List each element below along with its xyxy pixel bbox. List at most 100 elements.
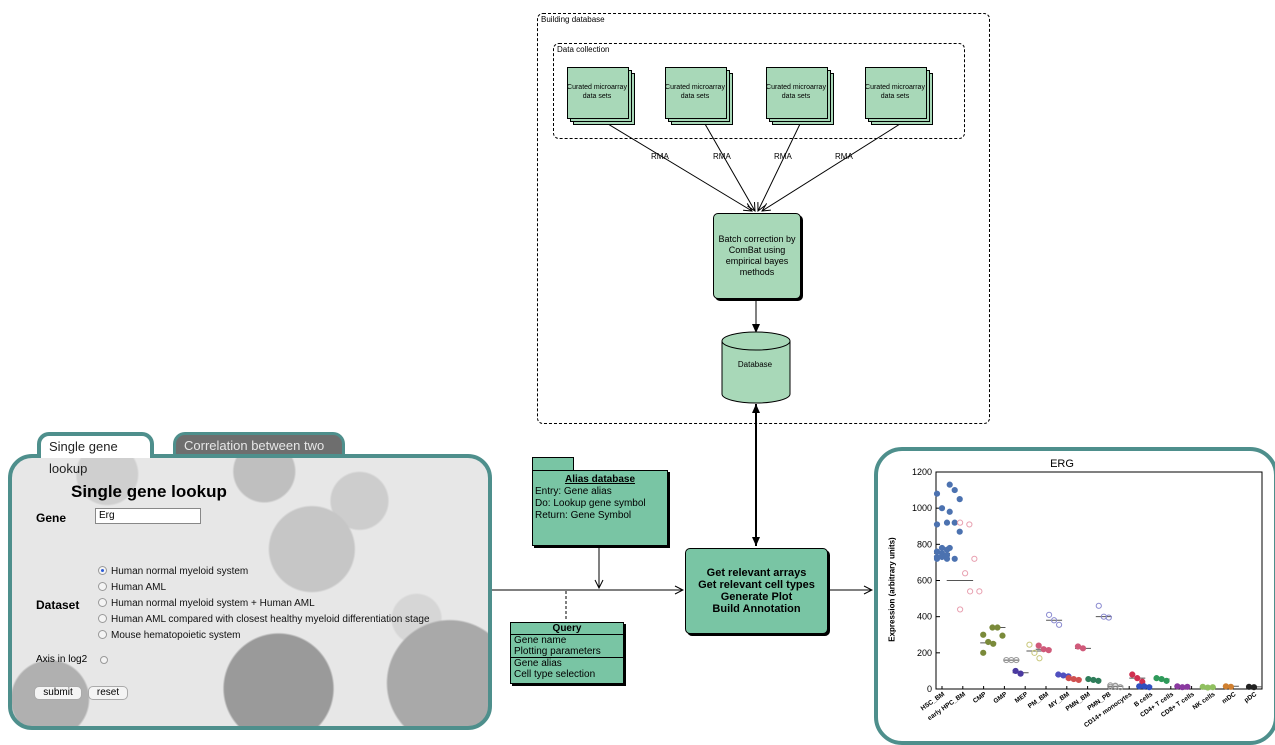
batch-correction-box: Batch correction by ComBat using empiric… <box>713 213 801 299</box>
data-point <box>1204 684 1211 691</box>
data-point <box>938 553 946 561</box>
data-point <box>1045 647 1052 654</box>
dataset-stack-3: Curated microarray data sets <box>766 67 834 125</box>
data-point <box>1179 684 1186 691</box>
dataset-option-label: Mouse hematopoietic system <box>111 630 241 641</box>
dataset-stack-2: Curated microarray data sets <box>665 67 733 125</box>
y-tick-label: 600 <box>917 576 932 586</box>
dataset-option-label: Human normal myeloid system <box>111 566 249 577</box>
data-point <box>1105 614 1112 621</box>
alias-line: Entry: Gene alias <box>535 486 612 497</box>
data-point <box>1070 675 1077 683</box>
x-tick-label: CMP <box>972 691 988 705</box>
y-tick-label: 0 <box>927 684 932 694</box>
alias-title: Alias database <box>564 474 636 485</box>
data-point <box>962 570 969 577</box>
axis-log2-label: Axis in log2 <box>36 654 88 665</box>
reset-button[interactable]: reset <box>88 686 128 700</box>
dataset-option-label: Human AML <box>111 582 167 593</box>
gene-input[interactable]: Erg <box>95 508 201 524</box>
query-box: Query Gene name Plotting parameters Gene… <box>510 622 624 684</box>
data-point <box>1017 670 1024 677</box>
radio-icon[interactable] <box>98 581 107 591</box>
database-cylinder <box>721 331 791 404</box>
radio-selected-icon[interactable] <box>98 565 107 575</box>
data-point <box>1085 675 1092 683</box>
radio-icon[interactable] <box>98 613 107 623</box>
data-point <box>1141 683 1148 690</box>
data-point <box>966 521 973 528</box>
data-point <box>1250 684 1258 691</box>
x-tick-label: pDC <box>1243 691 1258 705</box>
radio-icon[interactable] <box>98 629 107 639</box>
data-point <box>946 481 953 488</box>
data-point <box>933 548 941 555</box>
dataset-option[interactable]: Human normal myeloid system <box>98 565 248 579</box>
query-line: Cell type selection <box>514 669 596 680</box>
data-point <box>946 544 953 552</box>
data-point <box>933 555 941 562</box>
data-point <box>957 606 964 613</box>
query-line: Plotting parameters <box>514 646 601 657</box>
dataset-option[interactable]: Human AML <box>98 581 166 595</box>
data-point <box>951 486 958 494</box>
data-point <box>1174 683 1181 690</box>
main-process-line: Get relevant arrays <box>706 567 807 579</box>
dataset-option-label: Human normal myeloid system + Human AML <box>111 598 315 609</box>
data-point <box>1158 675 1165 683</box>
x-tick-label: MEP <box>1014 691 1030 705</box>
alias-folder-tab <box>532 457 574 471</box>
dataset-stack-1: Curated microarray data sets <box>567 67 635 125</box>
data-point <box>943 519 951 526</box>
x-tick-label: early HPC_BM <box>927 691 967 722</box>
plot-frame <box>935 471 1263 690</box>
data-point <box>1074 643 1082 650</box>
data-point <box>1095 677 1102 684</box>
data-point <box>1060 672 1067 679</box>
data-collection-frame <box>553 43 965 139</box>
data-point <box>1090 676 1097 684</box>
dataset-label: Curated microarray data sets <box>567 84 627 100</box>
dataset-option[interactable]: Mouse hematopoietic system <box>98 629 241 643</box>
data-point <box>1031 649 1038 656</box>
data-point <box>1112 682 1119 689</box>
chart-title: ERG <box>1050 458 1074 470</box>
y-tick-label: 800 <box>917 539 932 549</box>
query-line: Gene name <box>514 635 567 646</box>
data-point <box>938 505 946 512</box>
data-point <box>1184 683 1191 690</box>
data-point <box>976 588 983 595</box>
data-point <box>980 631 987 638</box>
data-point <box>1026 641 1033 648</box>
batch-correction-text: Batch correction by ComBat using empiric… <box>718 234 796 277</box>
data-point <box>1134 675 1141 682</box>
y-tick-label: 400 <box>917 612 932 622</box>
data-point <box>1035 642 1042 649</box>
data-point <box>1013 656 1020 664</box>
radio-icon[interactable] <box>98 597 107 607</box>
form-title: Single gene lookup <box>71 482 227 501</box>
data-collection-label: Data collection <box>557 45 610 54</box>
data-point <box>933 521 941 528</box>
y-tick-label: 1000 <box>912 503 932 513</box>
axis-log2-checkbox[interactable] <box>100 656 108 664</box>
data-point <box>971 555 978 562</box>
data-point <box>943 555 951 562</box>
x-tick-label: mDC <box>1221 691 1238 706</box>
data-point <box>1012 667 1019 675</box>
tab-single-gene[interactable]: Single gene lookup <box>37 432 154 476</box>
dataset-label: Curated microarray data sets <box>665 84 725 100</box>
query-title: Query <box>511 623 623 635</box>
x-tick-label: GMP <box>992 691 1009 706</box>
query-line: Gene alias <box>514 658 562 669</box>
dataset-option[interactable]: Human AML compared with closest healthy … <box>98 613 430 627</box>
submit-button[interactable]: submit <box>34 686 82 700</box>
data-point <box>1245 683 1253 690</box>
data-point <box>1055 621 1063 628</box>
data-point <box>1227 683 1234 690</box>
data-point <box>1222 683 1229 690</box>
dataset-option[interactable]: Human normal myeloid system + Human AML <box>98 597 315 611</box>
y-tick-label: 1200 <box>912 467 932 477</box>
dataset-label: Dataset <box>36 598 80 612</box>
